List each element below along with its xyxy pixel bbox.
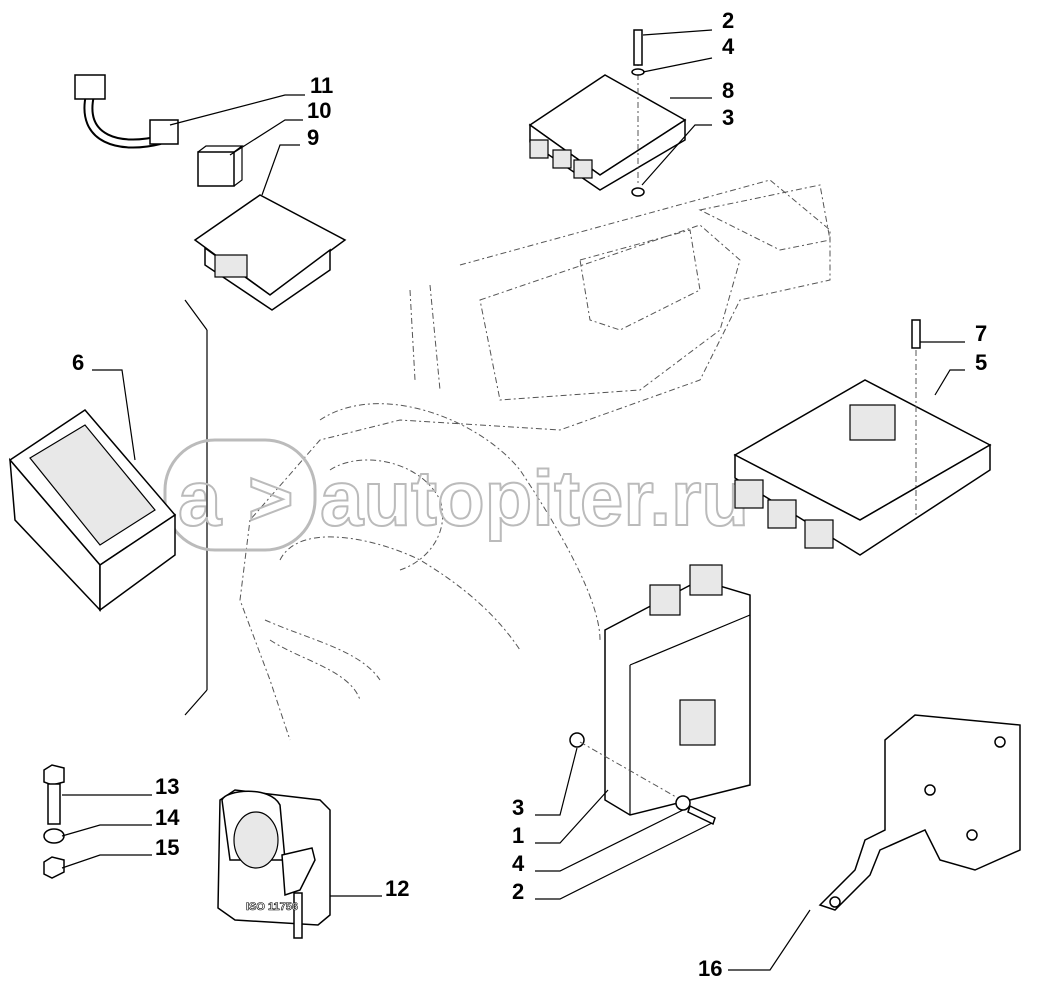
- iso-marking: ISO 11756: [246, 901, 298, 913]
- callout-14: 14: [155, 805, 180, 830]
- guide-line: [184, 299, 208, 331]
- part-13-bolt: [43, 764, 65, 825]
- part-15-nut: [43, 856, 65, 879]
- callout-9: 9: [307, 125, 319, 150]
- callout-16: 16: [698, 956, 722, 981]
- watermark-text: autopiter.ru: [320, 454, 749, 542]
- callout-5: 5: [975, 350, 987, 375]
- part-5-ecu: [733, 319, 992, 556]
- part-9-module: [193, 194, 347, 311]
- part-14-washer: [43, 828, 65, 844]
- callout-4: 4: [512, 851, 525, 876]
- part-11-harness: [74, 74, 179, 149]
- callouts: 2 4 8 3 11 10 9 7 5 6 13 14 15 12 3 1 4 …: [72, 8, 987, 981]
- leader-lines: [61, 29, 965, 971]
- svg-text:>: >: [248, 454, 294, 542]
- callout-15: 15: [155, 835, 179, 860]
- callout-12: 12: [385, 876, 409, 901]
- part-12-socket: ISO 11756: [217, 789, 331, 939]
- callout-11: 11: [310, 73, 333, 98]
- callout-10: 10: [307, 98, 331, 123]
- callout-2: 2: [722, 8, 734, 33]
- part-16-bracket: [818, 714, 1021, 911]
- callout-3: 3: [512, 795, 524, 820]
- svg-text:a: a: [178, 454, 222, 542]
- callout-3: 3: [722, 105, 734, 130]
- part-6-switch-panel: [8, 409, 177, 612]
- part-10-relay: [197, 145, 244, 187]
- watermark: a > autopiter.ru: [163, 438, 750, 552]
- callout-7: 7: [975, 321, 987, 346]
- callout-13: 13: [155, 774, 179, 799]
- part-1-ecu: [569, 564, 751, 826]
- guide-line: [184, 689, 208, 716]
- callout-4: 4: [722, 34, 735, 59]
- cab-outline: [239, 179, 831, 741]
- part-8-ecu: [528, 29, 687, 197]
- callout-8: 8: [722, 78, 734, 103]
- callout-2: 2: [512, 879, 524, 904]
- callout-6: 6: [72, 350, 84, 375]
- callout-1: 1: [512, 823, 524, 848]
